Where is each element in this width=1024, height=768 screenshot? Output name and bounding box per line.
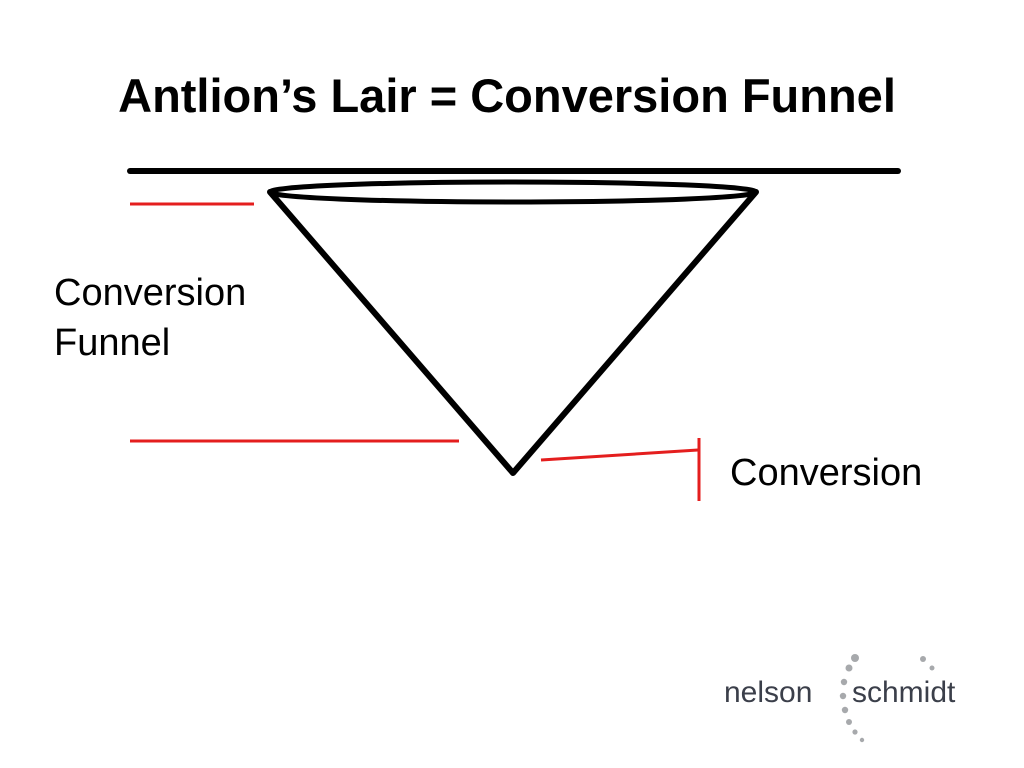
conversion-pointer bbox=[540, 448, 699, 462]
conversion-funnel-label: Conversion Funnel bbox=[54, 272, 247, 364]
logo-dots-icon bbox=[839, 654, 935, 743]
logo-word-nelson: nelson bbox=[724, 676, 813, 709]
nelson-schmidt-logo: nelson schmidt bbox=[722, 652, 992, 747]
funnel-cone bbox=[267, 189, 759, 476]
funnel-rim bbox=[267, 179, 759, 205]
conversion-label: Conversion bbox=[730, 452, 923, 494]
logo-word-schmidt: schmidt bbox=[852, 676, 956, 709]
slide-title: Antlion’s Lair = Conversion Funnel bbox=[118, 69, 896, 122]
